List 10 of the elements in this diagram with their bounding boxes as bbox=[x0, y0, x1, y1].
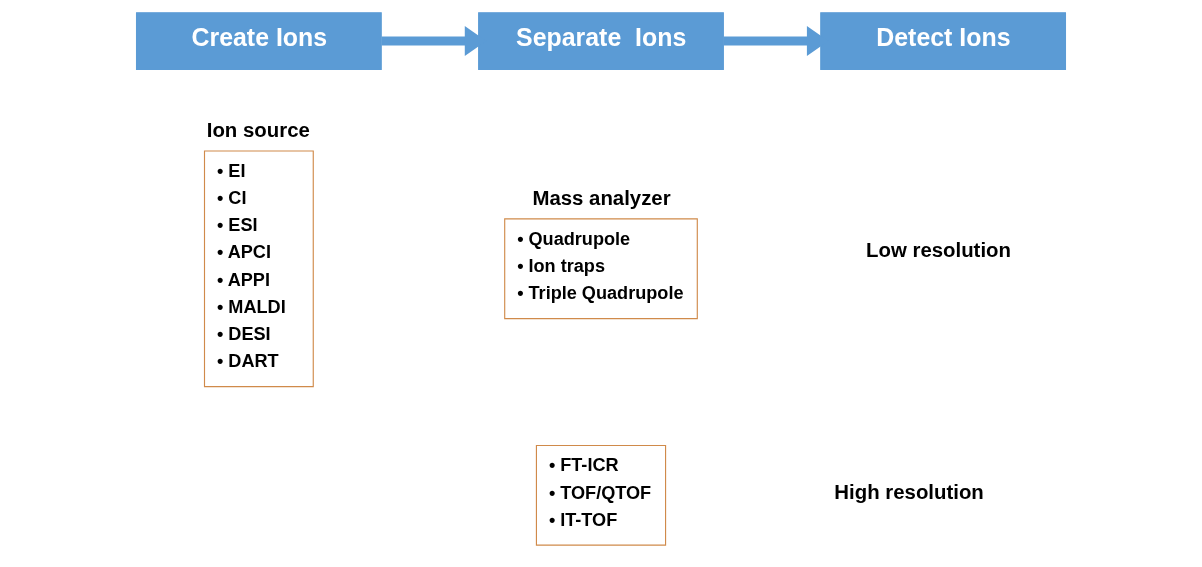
node-box: Separate Ions bbox=[478, 12, 724, 70]
label: Low resolution bbox=[866, 238, 1011, 261]
node-label: Ion source bbox=[206, 118, 310, 141]
node-label: Mass analyzer bbox=[532, 186, 671, 209]
label: High resolution bbox=[834, 481, 984, 504]
node-box: • FT-ICR • TOF/QTOF • IT-TOF bbox=[535, 444, 667, 546]
node-box: • Quadrupole • Ion traps • Triple Quadrupole bbox=[504, 218, 698, 320]
node-box: • EI • CI • ESI • APCI • APPI • MALDI • DESI • DART bbox=[203, 150, 314, 388]
node-box: Detect Ions bbox=[820, 12, 1067, 70]
node-box: Create Ions bbox=[135, 12, 382, 70]
